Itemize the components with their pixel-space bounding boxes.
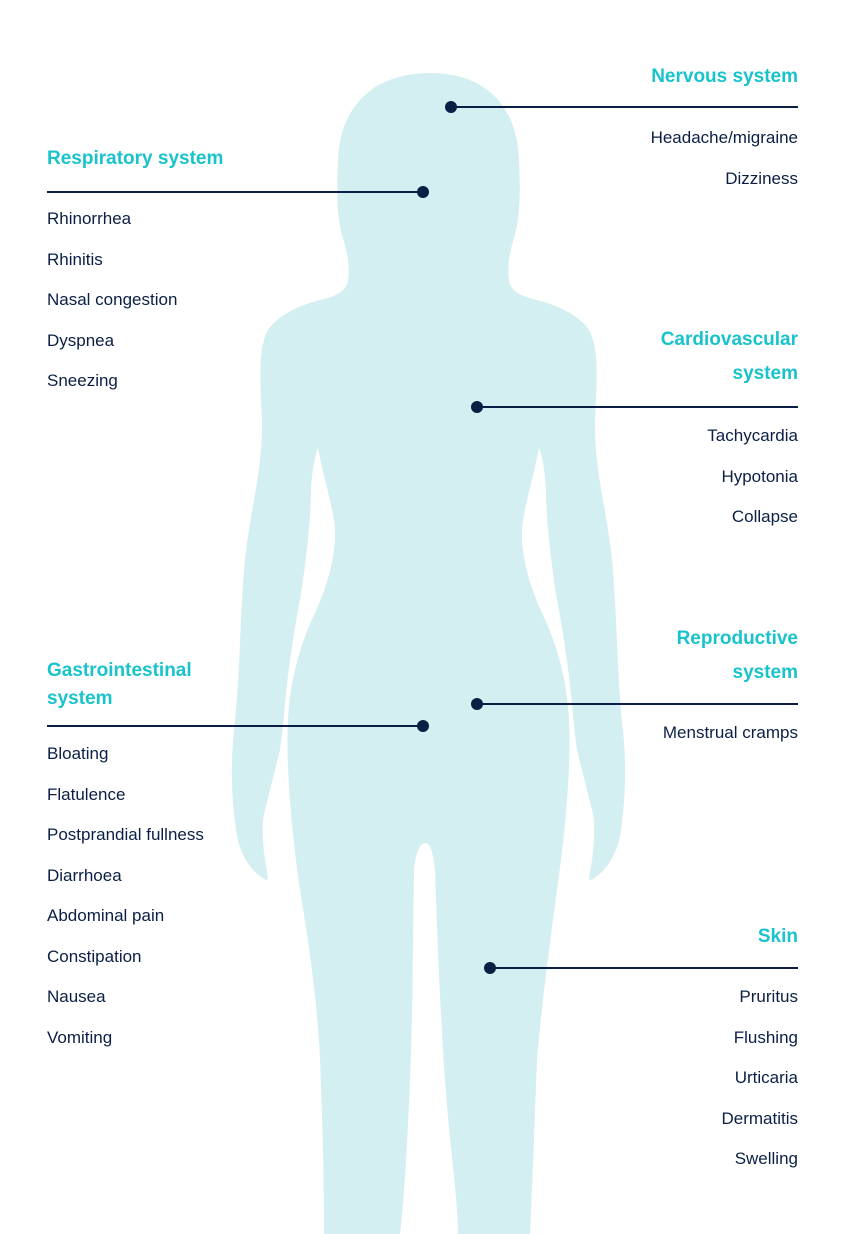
symptom-item: Dermatitis (721, 1108, 798, 1128)
gastrointestinal-system-connector (47, 725, 423, 727)
nervous-system-heading: Nervous system (651, 66, 798, 87)
gastrointestinal-system-symptom-list: Bloating Flatulence Postprandial fullnes… (47, 734, 204, 1058)
symptom-item: Hypotonia (721, 466, 798, 486)
cardiovascular-system-symptom-list: Tachycardia Hypotonia Collapse (707, 416, 798, 538)
skin-symptom-list: Pruritus Flushing Urticaria Dermatitis S… (721, 977, 798, 1180)
symptom-item: Swelling (734, 1149, 798, 1168)
symptom-item: Menstrual cramps (662, 723, 798, 742)
nervous-system-symptom-list: Headache/migraine Dizziness (651, 118, 798, 199)
symptom-item: Dyspnea (47, 330, 115, 350)
cardiovascular-system-heading: Cardiovascular system (661, 323, 798, 391)
respiratory-system-heading: Respiratory system (47, 148, 224, 169)
symptom-item: Urticaria (734, 1068, 798, 1087)
respiratory-system-marker (417, 186, 429, 198)
reproductive-system-connector (477, 703, 798, 705)
symptom-item: Constipation (47, 946, 142, 966)
gastrointestinal-system-heading: Gastrointestinal system (47, 654, 192, 710)
reproductive-heading-line-1: Reproductive (676, 628, 798, 649)
cardiovascular-system-connector (477, 406, 798, 408)
symptom-item: Tachycardia (707, 426, 798, 445)
symptom-item: Abdominal pain (47, 906, 165, 925)
gastrointestinal-system-marker (417, 720, 429, 732)
symptom-item: Collapse (731, 507, 798, 526)
cardiovascular-heading-line-2: system (732, 363, 799, 384)
symptom-item: Bloating (47, 744, 109, 763)
skin-connector (490, 967, 798, 969)
symptom-item: Vomiting (47, 1027, 113, 1047)
symptom-item: Rhinitis (47, 249, 103, 269)
skin-heading: Skin (757, 926, 798, 947)
body-outline-path (231, 73, 626, 1234)
respiratory-system-connector (47, 191, 423, 193)
symptom-item: Flushing (733, 1027, 798, 1047)
symptom-item: Rhinorrhea (47, 209, 132, 228)
symptom-item: Postprandial fullness (47, 825, 204, 844)
symptom-item: Pruritus (739, 987, 798, 1006)
symptom-item: Nasal congestion (47, 290, 178, 309)
nervous-system-connector (451, 106, 798, 108)
symptom-item: Nausea (47, 987, 106, 1006)
gastrointestinal-heading-line-1: Gastrointestinal (47, 660, 192, 681)
symptom-item: Headache/migraine (650, 128, 798, 147)
symptom-item: Flatulence (47, 784, 126, 804)
reproductive-system-symptom-list: Menstrual cramps (663, 713, 798, 754)
symptom-item: Diarrhoea (47, 865, 122, 885)
cardiovascular-heading-line-1: Cardiovascular (660, 329, 798, 350)
gastrointestinal-heading-line-2: system (47, 688, 113, 709)
reproductive-system-heading: Reproductive system (677, 622, 798, 690)
symptom-item: Dizziness (725, 168, 798, 188)
symptom-item: Sneezing (47, 371, 118, 390)
respiratory-system-symptom-list: Rhinorrhea Rhinitis Nasal congestion Dys… (47, 199, 177, 402)
reproductive-heading-line-2: system (732, 662, 799, 683)
